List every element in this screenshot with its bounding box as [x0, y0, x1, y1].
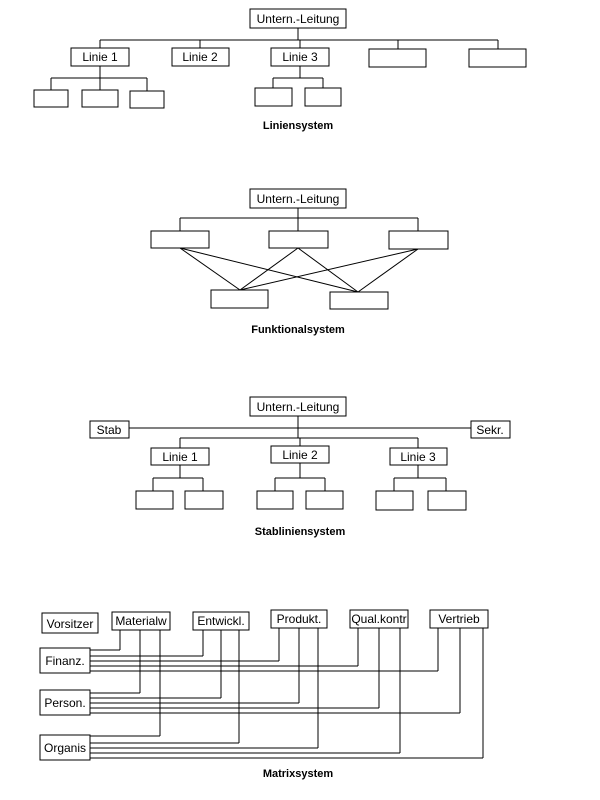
matrixsystem-column-label: Materialw — [115, 614, 167, 628]
matrixsystem-column-box: Materialw — [111, 611, 171, 631]
funktionalsystem-unit-box — [329, 291, 389, 310]
liniensystem-sub-box — [33, 89, 69, 108]
matrixsystem-row-box: Finanz. — [39, 647, 91, 674]
matrixsystem-corner-label: Vorsitzer — [47, 617, 94, 631]
liniensystem-line-box: Linie 1 — [70, 47, 130, 67]
matrixsystem-column-label: Entwickl. — [197, 614, 244, 628]
funktionalsystem-unit-box — [210, 289, 269, 309]
matrixsystem-row-box: Person. — [39, 689, 91, 716]
liniensystem-sub-box — [129, 90, 165, 109]
funktionalsystem-top-label: Untern.-Leitung — [257, 192, 340, 206]
funktionalsystem-diagram: Untern.-Leitung Funktionalsystem — [150, 188, 449, 336]
stabliniensystem-sub-box — [256, 490, 294, 510]
stabliniensystem-sub-box — [427, 490, 467, 511]
matrixsystem-row-label: Person. — [44, 696, 85, 710]
funktionalsystem-function-box — [150, 230, 210, 249]
matrixsystem-column-box: Vertrieb — [429, 609, 489, 629]
matrixsystem-column-box: Entwickl. — [192, 611, 250, 631]
stabliniensystem-line-label: Linie 1 — [162, 450, 198, 464]
stabliniensystem-connectors — [129, 416, 471, 491]
stabliniensystem-staff-box: Stab — [89, 420, 130, 439]
liniensystem-connectors — [50, 28, 499, 91]
matrixsystem-connectors — [90, 628, 484, 759]
matrixsystem-diagram: Vorsitzer Materialw Entwickl. Produkt. Q… — [39, 609, 489, 780]
matrixsystem-row-box: Organis — [39, 734, 91, 761]
liniensystem-line-box — [368, 48, 427, 68]
funktionalsystem-connectors — [179, 208, 419, 293]
stabliniensystem-line-box: Linie 1 — [150, 447, 210, 466]
stabliniensystem-caption: Stabliniensystem — [255, 526, 346, 538]
liniensystem-sub-box — [304, 87, 342, 107]
matrixsystem-column-box: Produkt. — [270, 609, 328, 629]
stabliniensystem-top-label: Untern.-Leitung — [257, 400, 340, 414]
liniensystem-line-box: Linie 3 — [270, 47, 330, 67]
liniensystem-line-label: Linie 3 — [282, 50, 318, 64]
matrixsystem-column-label: Vertrieb — [438, 612, 480, 626]
stabliniensystem-secretary-box: Sekr. — [470, 420, 511, 439]
funktionalsystem-top-box: Untern.-Leitung — [249, 188, 347, 209]
liniensystem-line-box: Linie 2 — [171, 47, 230, 67]
stabliniensystem-line-label: Linie 3 — [400, 450, 436, 464]
matrixsystem-row-label: Finanz. — [45, 654, 84, 668]
matrixsystem-row-label: Organis — [44, 741, 86, 755]
matrixsystem-corner-box: Vorsitzer — [41, 612, 99, 634]
liniensystem-top-box: Untern.-Leitung — [249, 8, 347, 29]
funktionalsystem-function-box — [388, 230, 449, 250]
stabliniensystem-sub-box — [135, 490, 174, 510]
matrixsystem-caption: Matrixsystem — [263, 768, 334, 780]
liniensystem-sub-box — [254, 87, 293, 107]
liniensystem-sub-box — [81, 89, 119, 108]
stabliniensystem-line-box: Linie 2 — [270, 445, 330, 464]
funktionalsystem-function-box — [268, 230, 329, 249]
stabliniensystem-sub-box — [184, 490, 224, 510]
matrixsystem-column-label: Qual.kontr — [351, 612, 406, 626]
liniensystem-diagram: Untern.-Leitung Linie 1 Linie 2 Linie 3 … — [33, 8, 527, 132]
liniensystem-line-box — [468, 48, 527, 68]
stabliniensystem-secretary-label: Sekr. — [476, 423, 503, 437]
stabliniensystem-sub-box — [375, 490, 414, 511]
matrixsystem-column-label: Produkt. — [277, 612, 322, 626]
matrixsystem-column-box: Qual.kontr — [349, 609, 409, 629]
stabliniensystem-sub-box — [305, 490, 344, 510]
liniensystem-top-label: Untern.-Leitung — [257, 12, 340, 26]
liniensystem-line-label: Linie 2 — [182, 50, 218, 64]
stabliniensystem-top-box: Untern.-Leitung — [249, 396, 347, 417]
funktionalsystem-caption: Funktionalsystem — [251, 324, 345, 336]
stabliniensystem-line-box: Linie 3 — [389, 447, 448, 466]
stabliniensystem-line-label: Linie 2 — [282, 448, 318, 462]
stabliniensystem-diagram: Untern.-Leitung Stab Sekr. Linie 1 Linie… — [89, 396, 511, 538]
stabliniensystem-staff-label: Stab — [97, 423, 122, 437]
liniensystem-caption: Liniensystem — [263, 120, 334, 132]
liniensystem-line-label: Linie 1 — [82, 50, 118, 64]
